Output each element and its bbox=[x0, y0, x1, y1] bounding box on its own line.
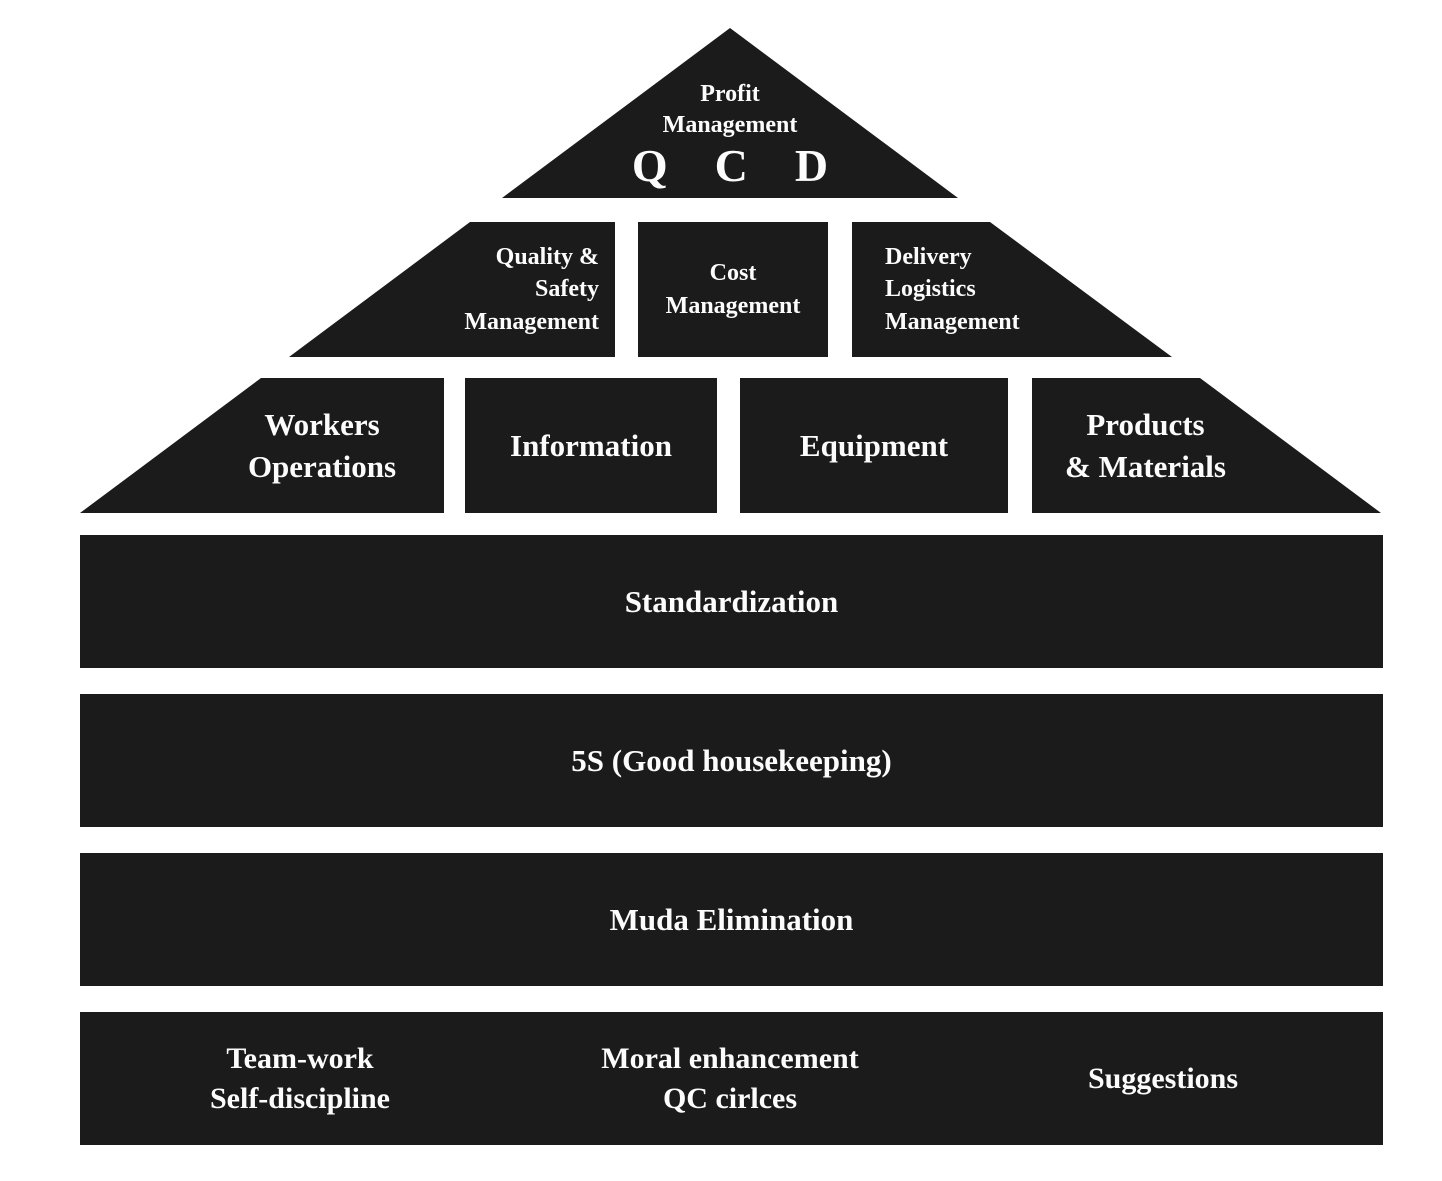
level2-quality-safety-block: Quality & Safety Management bbox=[289, 222, 615, 357]
level3-equipment-block: Equipment bbox=[740, 378, 1008, 513]
qcd-q-label: Q bbox=[631, 140, 668, 192]
muda-elimination-bar: Muda Elimination bbox=[80, 853, 1383, 986]
5s-housekeeping-label: 5S (Good housekeeping) bbox=[571, 742, 892, 778]
level3-products-materials-block: Products & Materials bbox=[1032, 378, 1381, 513]
level2-delivery-logistics-block: Delivery Logistics Management bbox=[852, 222, 1172, 357]
quality-safety-label: Quality & Safety Management bbox=[464, 244, 599, 335]
information-label: Information bbox=[510, 427, 672, 463]
qcd-row: Q C D bbox=[632, 141, 828, 192]
profit-management-label: Profit Management bbox=[662, 80, 798, 138]
foundation-bar: Team-work Self-discipline Moral enhancem… bbox=[80, 1012, 1383, 1145]
delivery-logistics-label: Delivery Logistics Management bbox=[885, 244, 1020, 335]
suggestions-label: Suggestions bbox=[1087, 1061, 1239, 1095]
equipment-label: Equipment bbox=[799, 427, 949, 463]
teamwork-self-discipline-label: Team-work Self-discipline bbox=[209, 1041, 390, 1115]
level2-cost-block: Cost Management bbox=[638, 222, 828, 357]
5s-housekeeping-bar: 5S (Good housekeeping) bbox=[80, 694, 1383, 827]
qcd-d-label: D bbox=[794, 140, 829, 192]
level3-information-block: Information bbox=[465, 378, 717, 513]
workers-operations-label: Workers Operations bbox=[247, 406, 397, 484]
products-materials-label: Products & Materials bbox=[1065, 406, 1226, 484]
standardization-bar: Standardization bbox=[80, 535, 1383, 668]
cost-management-label: Cost Management bbox=[665, 260, 801, 319]
muda-elimination-label: Muda Elimination bbox=[609, 901, 854, 937]
level3-workers-operations-block: Workers Operations bbox=[80, 378, 444, 513]
moral-enhancement-qc-circles-label: Moral enhancement QC cirlces bbox=[601, 1041, 859, 1115]
standardization-label: Standardization bbox=[624, 583, 839, 619]
level1-profit-triangle: Profit Management Q C D bbox=[502, 28, 958, 198]
qcd-c-label: C bbox=[714, 140, 748, 192]
